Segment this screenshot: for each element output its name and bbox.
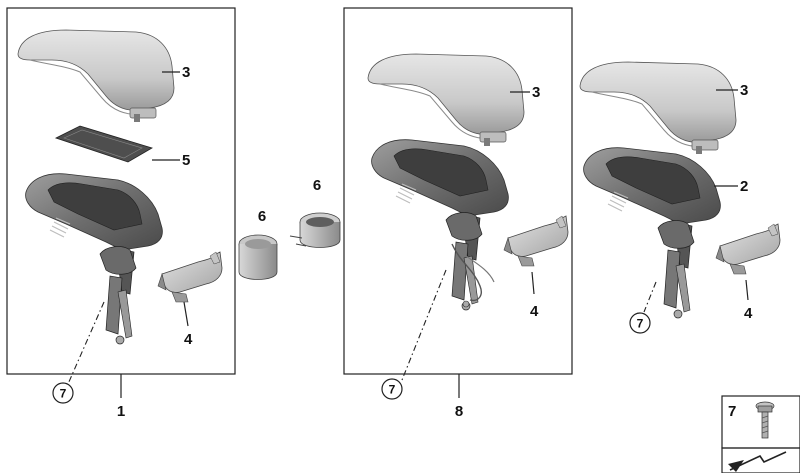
- trim-cover-middle-icon: [503, 215, 569, 267]
- callout-cup-upper: 6: [313, 177, 321, 194]
- assembly-label-left: 1: [117, 403, 125, 420]
- armrest-lid-icon: [17, 29, 175, 123]
- cup-holder-icon: [238, 234, 278, 280]
- callout-middle-trim: 4: [530, 303, 539, 320]
- bolt-callout-circle-right: [629, 312, 651, 334]
- armrest-base-icon: [25, 173, 163, 345]
- bolt-callout-circle: [52, 382, 74, 404]
- callout-left-bolt: 7: [60, 387, 67, 401]
- callout-right-base: 2: [740, 178, 748, 195]
- callout-right-trim: 4: [744, 305, 753, 322]
- bolt-icon: [755, 401, 775, 439]
- armrest-base-right-icon: [583, 147, 721, 319]
- callout-right-lid: 3: [740, 82, 748, 99]
- trim-cover-right-icon: [715, 223, 781, 275]
- armrest-lid-right-icon: [579, 61, 737, 155]
- leader-middle-bolt: [401, 269, 447, 381]
- bolt-callout-circle-middle: [381, 378, 403, 400]
- leader-right-bolt: [643, 281, 657, 313]
- leader-right-trim: [745, 279, 749, 301]
- callout-left-lid: 3: [182, 64, 190, 81]
- callout-left-mat: 5: [182, 152, 190, 169]
- assembly-label-middle: 8: [455, 403, 463, 420]
- callout-middle-bolt: 7: [389, 383, 396, 397]
- callout-middle-lid: 3: [532, 84, 540, 101]
- callout-left-trim: 4: [184, 331, 193, 348]
- cup-holder-ring-icon: [289, 212, 341, 248]
- middle-assembly-frame: [343, 7, 573, 375]
- trim-cover-icon: [157, 251, 223, 303]
- arrow-icon: [728, 451, 787, 472]
- legend-bolt-label: 7: [728, 403, 736, 420]
- cable-harness-icon: [451, 243, 495, 308]
- storage-mat-icon: [54, 125, 153, 163]
- leader-left-bolt: [67, 301, 105, 385]
- callout-cup-lower: 6: [258, 208, 266, 225]
- arrow-box: [721, 447, 800, 473]
- callout-right-bolt: 7: [637, 317, 644, 331]
- leader-left-trim: [183, 301, 189, 327]
- armrest-lid-middle-icon: [367, 53, 525, 147]
- leader-middle-trim: [531, 271, 535, 295]
